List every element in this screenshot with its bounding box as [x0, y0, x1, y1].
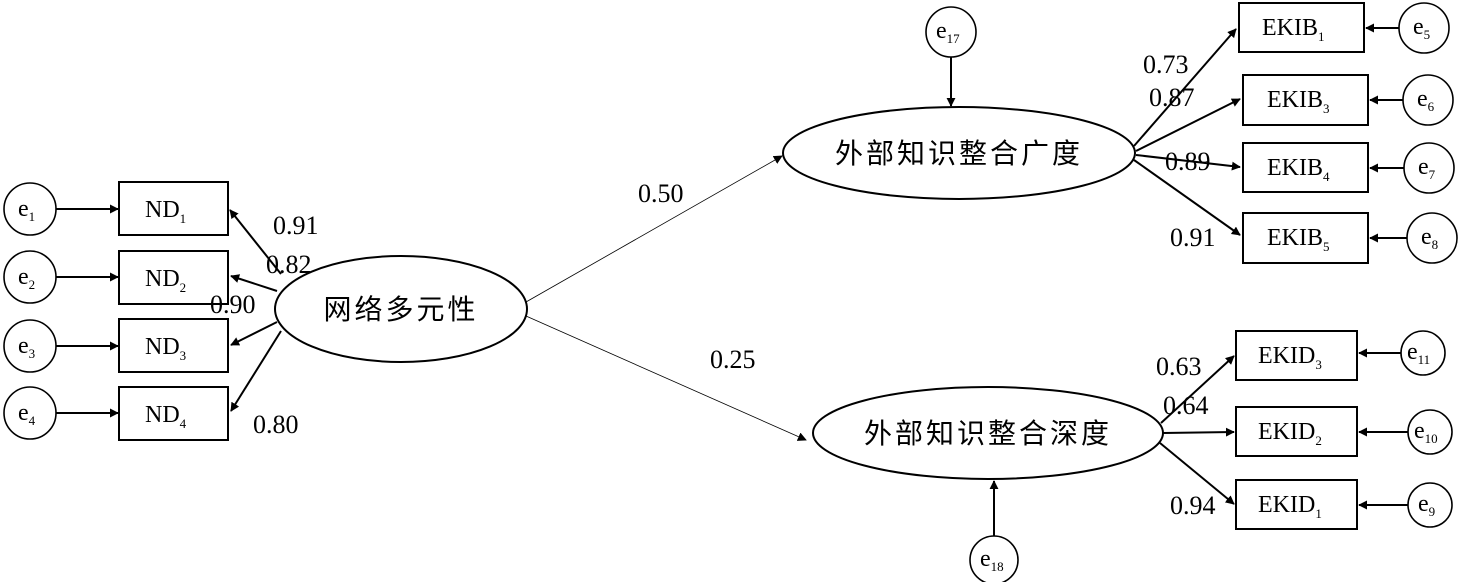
nd-box-4: ND4	[118, 386, 229, 441]
ekib-loading-arrow-5	[1133, 159, 1241, 236]
svg-text:ND4: ND4	[145, 402, 187, 431]
breadth-latent: 外部知识整合广度	[782, 106, 1136, 200]
ekid-loading-1: 0.94	[1170, 491, 1216, 520]
ekid-loading-arrow-1	[1159, 442, 1235, 505]
ekib-loading-4: 0.89	[1165, 147, 1211, 176]
nd-loading-4: 0.80	[253, 410, 299, 439]
nd-error-3: e3	[3, 319, 57, 373]
svg-text:EKID3: EKID3	[1258, 343, 1322, 372]
ekib-error-6: e6	[1402, 74, 1454, 126]
ekib-box-1: EKIB1	[1238, 2, 1365, 53]
nd-loading-2: 0.82	[266, 250, 312, 279]
ekid-loading-2: 0.64	[1163, 391, 1209, 420]
svg-text:网络多元性: 网络多元性	[323, 293, 478, 326]
ekib-box-3: EKIB3	[1242, 74, 1369, 126]
path-coef-depth: 0.25	[710, 345, 756, 374]
svg-text:e18: e18	[980, 546, 1004, 574]
svg-text:e11: e11	[1407, 339, 1430, 367]
ekid-error-9: e9	[1407, 482, 1453, 528]
nd-box-1: ND1	[118, 181, 229, 236]
ekib-loading-arrow-4	[1135, 154, 1241, 171]
svg-text:e17: e17	[936, 18, 960, 46]
svg-text:e10: e10	[1414, 418, 1438, 446]
nd-loading-arrow-2	[230, 274, 278, 292]
svg-text:EKID2: EKID2	[1258, 419, 1322, 448]
depth-latent: 外部知识整合深度	[812, 386, 1164, 480]
nd-loading-arrow-3	[230, 321, 278, 346]
ekib-error-5: e5	[1398, 2, 1450, 54]
ekid-box-1: EKID1	[1235, 479, 1358, 530]
ekid-loading-3: 0.63	[1156, 352, 1202, 381]
ekid-box-2: EKID2	[1235, 406, 1358, 457]
nd-box-2: ND2	[118, 250, 229, 305]
nd-error-4: e4	[3, 386, 57, 440]
ekid-error-11: e11	[1400, 330, 1446, 376]
svg-text:EKIB5: EKIB5	[1267, 225, 1330, 254]
path-diversity-to-depth	[525, 315, 807, 441]
ekib-loading-3: 0.87	[1149, 83, 1195, 112]
svg-text:e7: e7	[1418, 154, 1436, 182]
svg-text:e2: e2	[18, 264, 35, 292]
ekid-loading-arrow-2	[1162, 427, 1235, 437]
svg-text:ND3: ND3	[145, 334, 186, 363]
ekib-box-4: EKIB4	[1242, 142, 1369, 193]
svg-text:EKID1: EKID1	[1258, 492, 1322, 521]
svg-text:e4: e4	[18, 400, 36, 428]
svg-text:EKIB3: EKIB3	[1267, 87, 1330, 116]
svg-text:e9: e9	[1418, 491, 1435, 519]
ekib-loading-arrow-1	[1133, 28, 1237, 147]
svg-text:e5: e5	[1413, 14, 1430, 42]
ekid-loading-arrow-3	[1160, 355, 1235, 424]
svg-text:e8: e8	[1421, 224, 1438, 252]
network-diversity-latent: 网络多元性	[274, 255, 528, 363]
nd-error-1: e1	[3, 182, 57, 236]
nd-error-2: e2	[3, 250, 57, 304]
svg-text:外部知识整合深度: 外部知识整合深度	[864, 417, 1112, 450]
svg-text:外部知识整合广度: 外部知识整合广度	[835, 137, 1083, 170]
nd-loading-3: 0.90	[210, 290, 256, 319]
ekib-loading-arrow-3	[1135, 98, 1241, 152]
ekib-error-7: e7	[1403, 142, 1455, 194]
ekid-box-3: EKID3	[1235, 330, 1358, 381]
ekib-box-5: EKIB5	[1242, 212, 1369, 264]
depth-disturbance: e18	[969, 535, 1019, 582]
svg-text:EKIB4: EKIB4	[1267, 155, 1330, 184]
ekid-error-10: e10	[1407, 409, 1453, 455]
nd-loading-arrow-1	[229, 209, 282, 275]
svg-text:e1: e1	[18, 196, 35, 224]
nd-loading-1: 0.91	[273, 211, 319, 240]
svg-text:e3: e3	[18, 333, 35, 361]
ekib-error-8: e8	[1406, 212, 1458, 264]
path-diversity-to-breadth	[525, 155, 783, 303]
ekib-loading-1: 0.73	[1143, 50, 1189, 79]
nd-loading-arrow-4	[230, 330, 282, 412]
svg-text:EKIB1: EKIB1	[1262, 15, 1325, 44]
ekib-loading-5: 0.91	[1170, 223, 1216, 252]
svg-text:e6: e6	[1417, 86, 1435, 114]
nd-box-3: ND3	[118, 318, 229, 373]
breadth-disturbance: e17	[925, 6, 977, 58]
path-coef-breadth: 0.50	[638, 179, 684, 208]
svg-text:ND1: ND1	[145, 197, 186, 226]
svg-text:ND2: ND2	[145, 266, 186, 295]
